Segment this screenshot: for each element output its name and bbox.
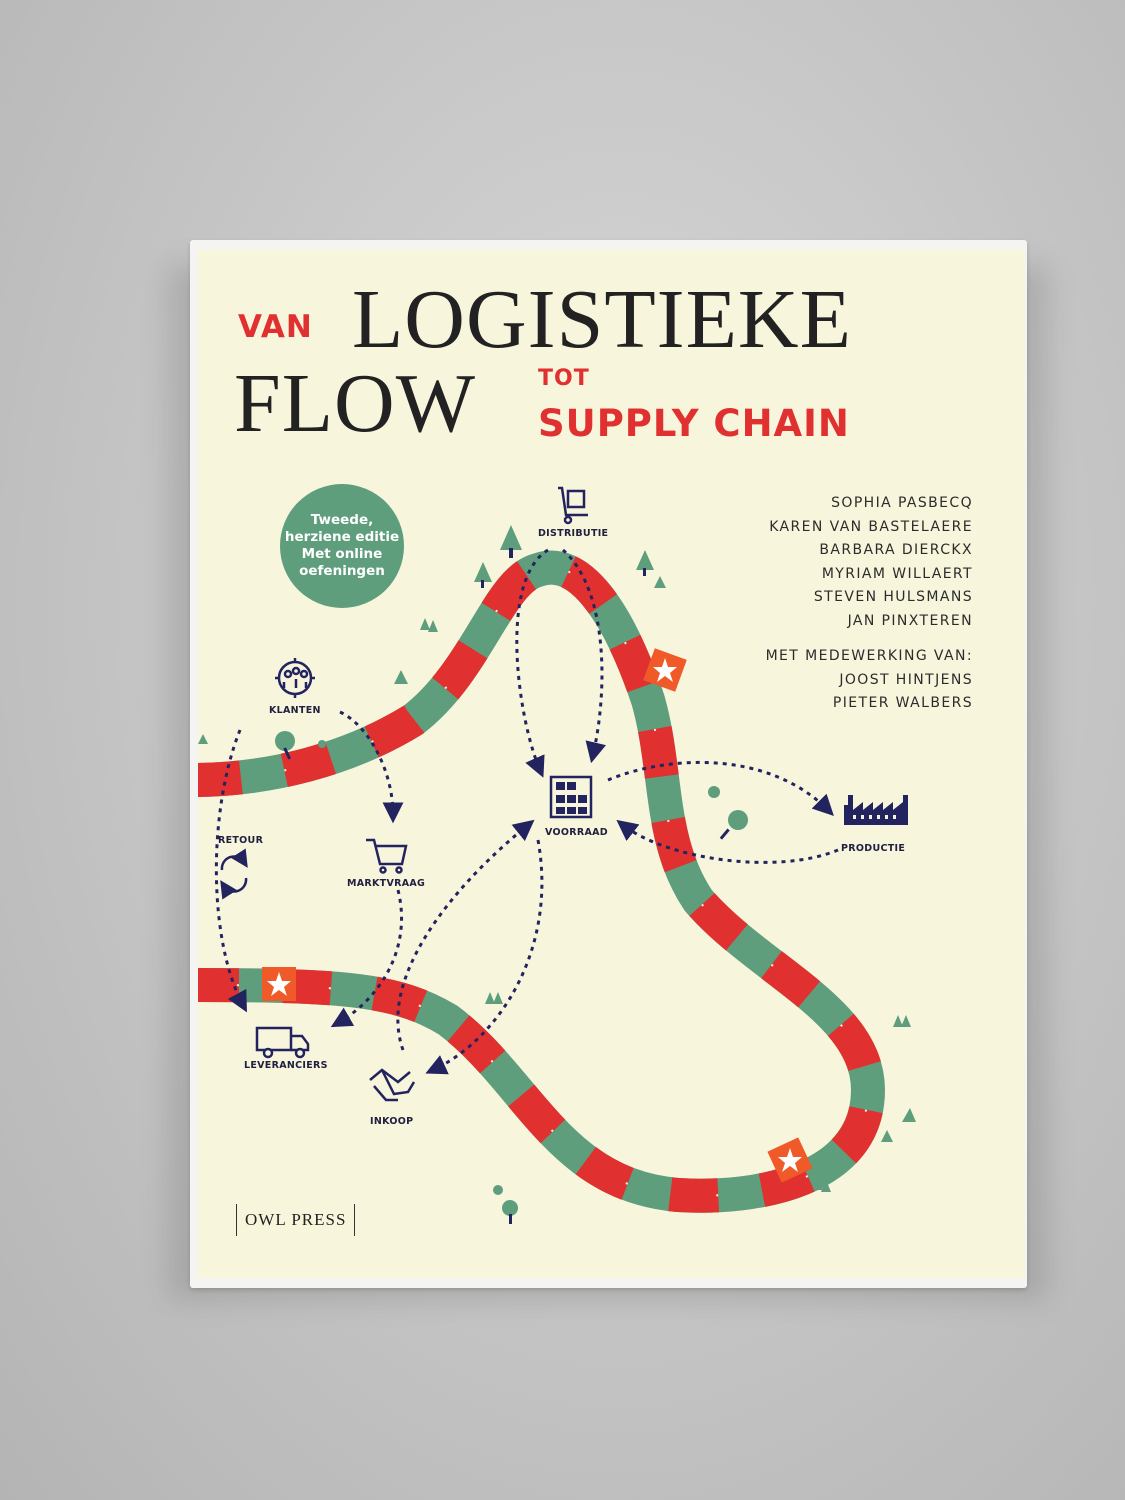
title-flow: FLOW <box>234 357 476 450</box>
star-tile-2 <box>262 967 296 1001</box>
trees <box>198 525 916 1224</box>
title-supply-chain: SUPPLY CHAIN <box>538 402 850 445</box>
label-distributie: DISTRIBUTIE <box>538 528 609 539</box>
author-list: SOPHIA PASBECQ KAREN VAN BASTELAERE BARB… <box>766 492 973 716</box>
shopping-cart-icon <box>366 838 408 874</box>
contributor-name: JOOST HINTJENS <box>839 671 973 688</box>
tree-icon <box>500 525 522 550</box>
tree-icon <box>728 810 748 830</box>
star-tile-1 <box>643 648 687 692</box>
badge-line-1: Tweede, <box>310 512 374 528</box>
tree-icon <box>318 740 326 748</box>
tree-icon <box>654 576 666 588</box>
recycle-icon <box>220 848 248 900</box>
author-name: BARBARA DIERCKX <box>819 542 973 558</box>
star-icon <box>653 658 677 682</box>
people-target-icon <box>275 658 315 698</box>
author-name: SOPHIA PASBECQ <box>831 495 973 511</box>
title-logistieke: LOGISTIEKE <box>352 273 852 366</box>
author-name: JAN PINXTEREN <box>847 612 973 629</box>
label-productie: PRODUCTIE <box>841 843 906 854</box>
label-klanten: KLANTEN <box>269 705 321 716</box>
hand-truck-icon <box>558 486 588 525</box>
publisher-logo: OWL PRESS <box>236 1204 356 1236</box>
tree-icon <box>275 731 295 751</box>
tree-icon <box>474 562 492 582</box>
label-leveranciers: LEVERANCIERS <box>244 1060 328 1071</box>
title-tot: TOT <box>538 366 590 391</box>
tree-icon <box>502 1200 518 1216</box>
tree-icon <box>394 670 408 684</box>
badge-line-4: oefeningen <box>299 563 385 579</box>
star-tile-3 <box>767 1137 813 1183</box>
tree-icon <box>636 550 654 570</box>
label-inkoop: INKOOP <box>370 1116 414 1127</box>
tree-icon <box>902 1108 916 1122</box>
contributor-name: PIETER WALBERS <box>832 695 973 711</box>
title-van: VAN <box>238 309 313 345</box>
warehouse-shelf-icon <box>549 775 593 819</box>
badge-line-2: herziene editie <box>284 529 400 545</box>
handshake-icon <box>369 1068 416 1102</box>
contributors-heading: MET MEDEWERKING VAN: <box>765 648 973 664</box>
author-name: KAREN VAN BASTELAERE <box>769 518 973 535</box>
edition-badge: Tweede, herziene editie Met online oefen… <box>280 484 404 608</box>
label-marktvraag: MARKTVRAAG <box>347 878 426 889</box>
delivery-truck-icon <box>255 1026 310 1059</box>
author-name: MYRIAM WILLAERT <box>821 565 973 582</box>
tree-icon <box>708 786 720 798</box>
label-voorraad: VOORRAAD <box>545 827 608 838</box>
star-icon <box>267 972 291 996</box>
cover-illustration <box>198 486 916 1224</box>
book-cover: VAN LOGISTIEKE FLOW TOT SUPPLY CHAIN Twe… <box>198 250 1025 1278</box>
winding-road <box>198 550 886 1213</box>
flow-arrows <box>214 548 839 1075</box>
factory-icon <box>844 795 908 825</box>
star-icon <box>778 1148 802 1172</box>
author-name: STEVEN HULSMANS <box>813 589 973 605</box>
badge-line-3: Met online <box>301 546 383 562</box>
label-retour: RETOUR <box>218 835 264 846</box>
